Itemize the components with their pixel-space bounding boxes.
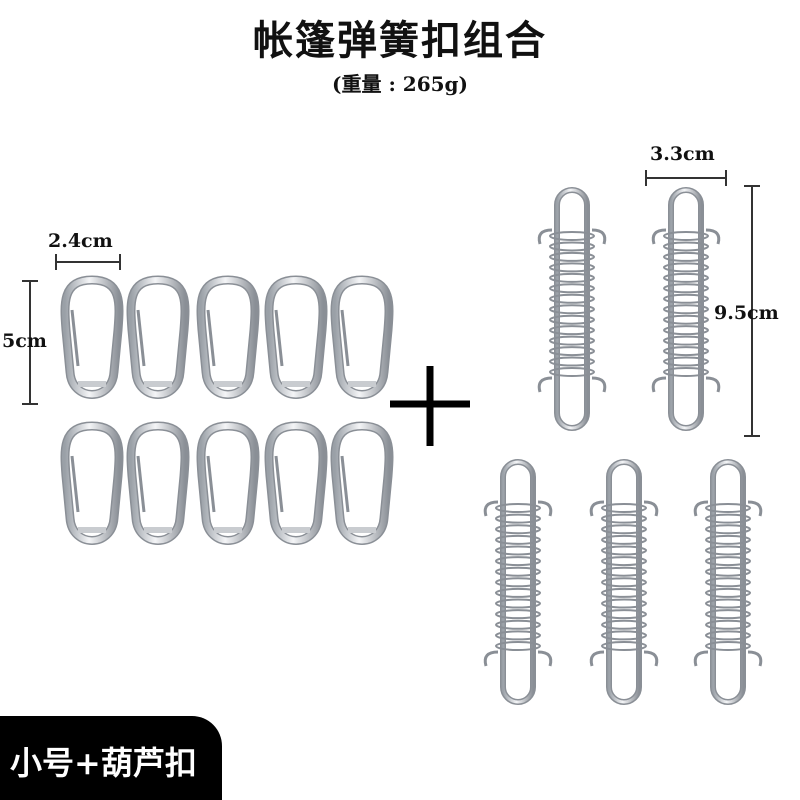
variant-badge-label: 小号+葫芦扣 (10, 744, 197, 782)
carabiner-icon (330, 275, 394, 399)
carabiner-height-label: 5cm (2, 330, 47, 352)
spring-height-dimension-line (744, 185, 760, 437)
spring-buckle-icon (693, 459, 763, 705)
carabiner-height-dimension-line (22, 280, 38, 405)
carabiner-icon (60, 275, 124, 399)
carabiner-icon (126, 421, 190, 545)
weight-subtitle: (重量 : 265g) (332, 72, 468, 96)
carabiner-icon (196, 421, 260, 545)
carabiner-icon (330, 421, 394, 545)
carabiner-icon (264, 275, 328, 399)
spring-buckle-icon (537, 187, 607, 431)
spring-buckle-icon (589, 459, 659, 705)
page-title: 帐篷弹簧扣组合 (253, 17, 547, 64)
carabiner-group (60, 275, 394, 545)
spring-buckle-icon (651, 187, 721, 431)
spring-height-label: 9.5cm (714, 302, 779, 324)
carabiner-icon (196, 275, 260, 399)
plus-sign-icon (390, 366, 470, 446)
carabiner-icon (264, 421, 328, 545)
spring-buckle-group (483, 187, 763, 705)
variant-badge: 小号+葫芦扣 (0, 716, 222, 800)
spring-width-dimension-line (645, 170, 727, 186)
spring-width-label: 3.3cm (650, 143, 715, 165)
carabiner-icon (126, 275, 190, 399)
carabiner-width-dimension-line (55, 254, 121, 270)
carabiner-width-label: 2.4cm (48, 230, 113, 252)
carabiner-icon (60, 421, 124, 545)
spring-buckle-icon (483, 459, 553, 705)
